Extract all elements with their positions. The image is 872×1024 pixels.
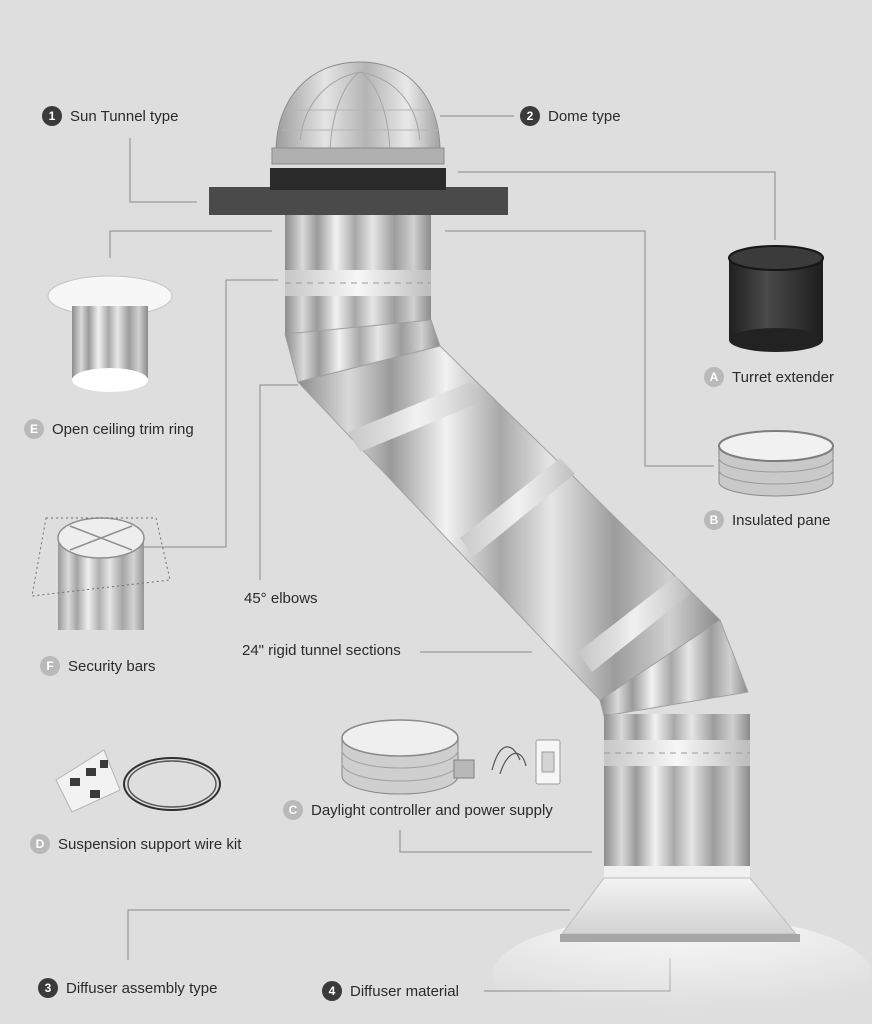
label-text: 24" rigid tunnel sections xyxy=(242,642,401,659)
daylight-controller-image xyxy=(341,719,561,795)
diffuser-glow xyxy=(492,915,872,1024)
insulated-pane-image xyxy=(718,430,834,497)
label-text: Diffuser assembly type xyxy=(66,979,218,997)
badge-f: F xyxy=(40,656,60,676)
label-text: Dome type xyxy=(548,107,621,125)
security-bars-image xyxy=(31,517,171,630)
label-text: Turret extender xyxy=(732,368,834,386)
label-45-elbows: 45° elbows xyxy=(244,590,318,607)
label-dome-type: 2 Dome type xyxy=(520,106,621,126)
badge-e: E xyxy=(24,419,44,439)
label-daylight-controller: C Daylight controller and power supply xyxy=(283,800,553,820)
label-insulated-pane: B Insulated pane xyxy=(704,510,830,530)
label-text: Daylight controller and power supply xyxy=(311,801,553,819)
tunnel-bottom-section xyxy=(604,714,750,874)
label-text: 45° elbows xyxy=(244,590,318,607)
tunnel-elbow-lower xyxy=(599,619,749,717)
badge-b: B xyxy=(704,510,724,530)
tunnel-diagonal-section xyxy=(297,345,721,701)
label-text: Suspension support wire kit xyxy=(58,835,242,853)
skylight-dome xyxy=(271,61,445,165)
label-text: Security bars xyxy=(68,657,156,675)
label-security-bars: F Security bars xyxy=(40,656,156,676)
roof-flashing xyxy=(209,168,508,215)
badge-4: 4 xyxy=(322,981,342,1001)
badge-d: D xyxy=(30,834,50,854)
open-ceiling-trim-ring-image xyxy=(47,275,173,392)
label-sun-tunnel-type: 1 Sun Tunnel type xyxy=(42,106,178,126)
suspension-wire-kit-image xyxy=(55,749,221,813)
label-text: Sun Tunnel type xyxy=(70,107,179,125)
label-rigid-tunnel-sections: 24" rigid tunnel sections xyxy=(242,642,401,659)
badge-c: C xyxy=(283,800,303,820)
badge-2: 2 xyxy=(520,106,540,126)
diffuser-assembly xyxy=(560,866,800,942)
label-suspension-support-wire-kit: D Suspension support wire kit xyxy=(30,834,241,854)
label-diffuser-material: 4 Diffuser material xyxy=(322,981,459,1001)
label-open-ceiling-trim-ring: E Open ceiling trim ring xyxy=(24,419,194,439)
badge-1: 1 xyxy=(42,106,62,126)
label-turret-extender: A Turret extender xyxy=(704,367,834,387)
tunnel-top-section xyxy=(285,214,431,334)
label-text: Insulated pane xyxy=(732,511,831,529)
label-text: Diffuser material xyxy=(350,982,459,1000)
turret-extender-image xyxy=(728,245,824,352)
badge-3: 3 xyxy=(38,978,58,998)
badge-a: A xyxy=(704,367,724,387)
label-text: Open ceiling trim ring xyxy=(52,420,194,438)
label-diffuser-assembly-type: 3 Diffuser assembly type xyxy=(38,978,217,998)
